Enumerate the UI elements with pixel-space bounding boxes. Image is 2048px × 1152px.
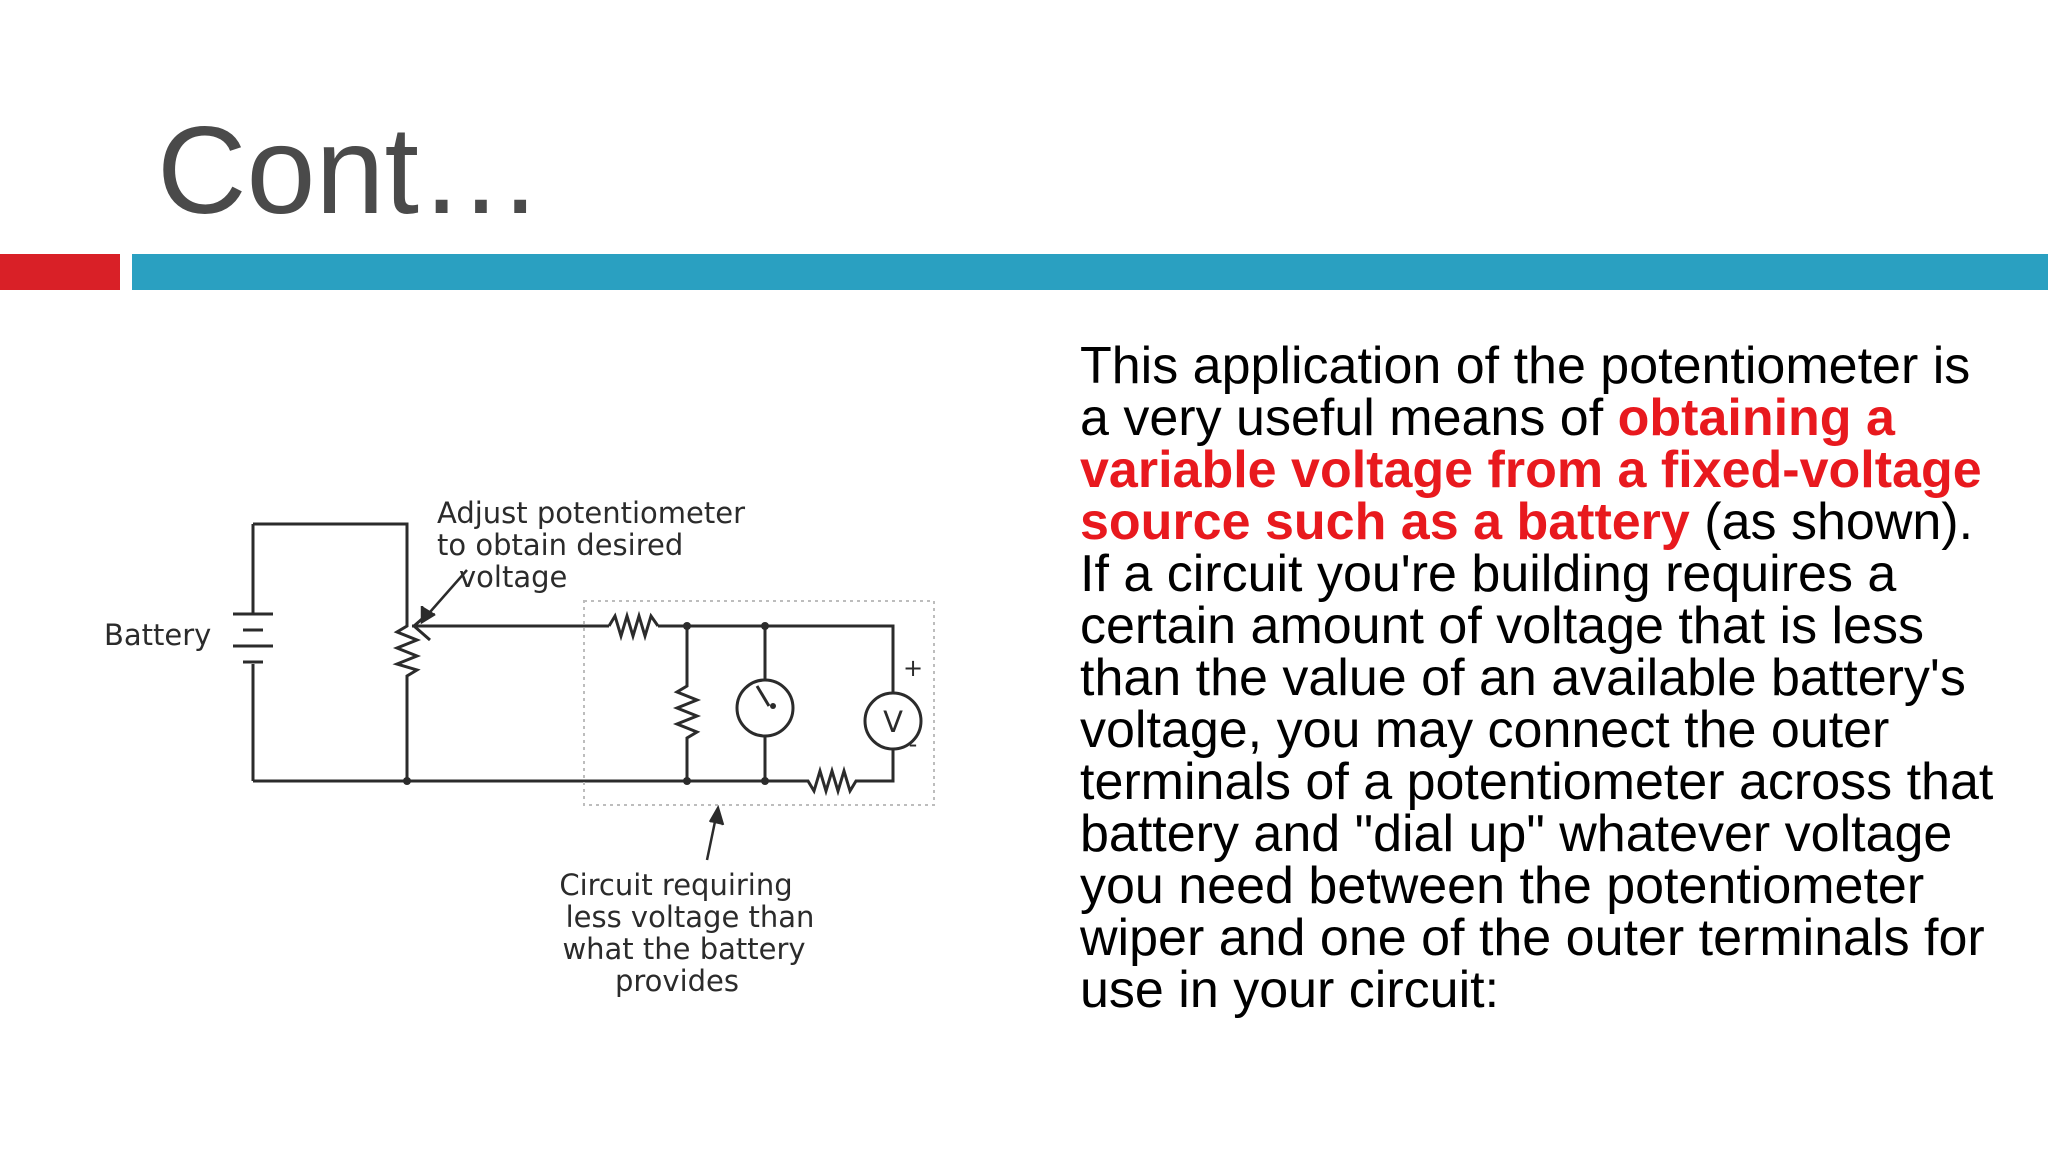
circuit-label-line-2: less voltage than <box>566 900 815 934</box>
return-resistor <box>802 750 895 797</box>
voltmeter-minus-sign: - <box>909 730 918 758</box>
title-accent-bar-red <box>0 254 120 290</box>
adjust-label-line-1: Adjust potentiometer <box>437 496 745 530</box>
adjust-label-line-3: voltage <box>459 560 567 594</box>
body-paragraph: This application of the potentiometer is… <box>1080 340 2010 1016</box>
voltmeter-label: V <box>883 705 903 739</box>
series-resistor <box>607 610 660 642</box>
load-resistor <box>672 680 702 740</box>
circuit-label-line-4: provides <box>615 964 739 998</box>
adjust-label-line-2: to obtain desired <box>437 528 683 562</box>
circuit-schematic: V + - <box>104 496 935 998</box>
circuit-label-line-3: what the battery <box>562 932 805 966</box>
battery-label: Battery <box>104 618 211 652</box>
body-highlight: obtaining a variable voltage from a fixe… <box>1080 389 1982 551</box>
circuit-label-line-1: Circuit requiring <box>559 868 792 902</box>
battery-symbol <box>233 612 273 664</box>
annotation-arrow-circuit <box>705 804 725 861</box>
junction-dots <box>403 622 769 785</box>
load-circuit-boundary <box>583 600 935 806</box>
wire-top-rail <box>658 624 895 692</box>
load-meter-symbol <box>735 678 795 738</box>
voltmeter-symbol <box>863 691 923 751</box>
body-text-after: (as shown). If a circuit you're building… <box>1080 493 1994 1019</box>
title-accent-bar-blue <box>132 254 2048 290</box>
potentiometer-circuit-diagram: V + - <box>90 440 970 1020</box>
body-text-before: This application of the potentiometer is… <box>1080 337 1971 447</box>
slide-title: Cont… <box>157 102 543 240</box>
annotation-arrow-adjust <box>420 569 468 625</box>
wire-top-loop <box>253 522 409 620</box>
potentiometer-resistor <box>392 620 422 678</box>
voltmeter-plus-sign: + <box>903 654 923 682</box>
